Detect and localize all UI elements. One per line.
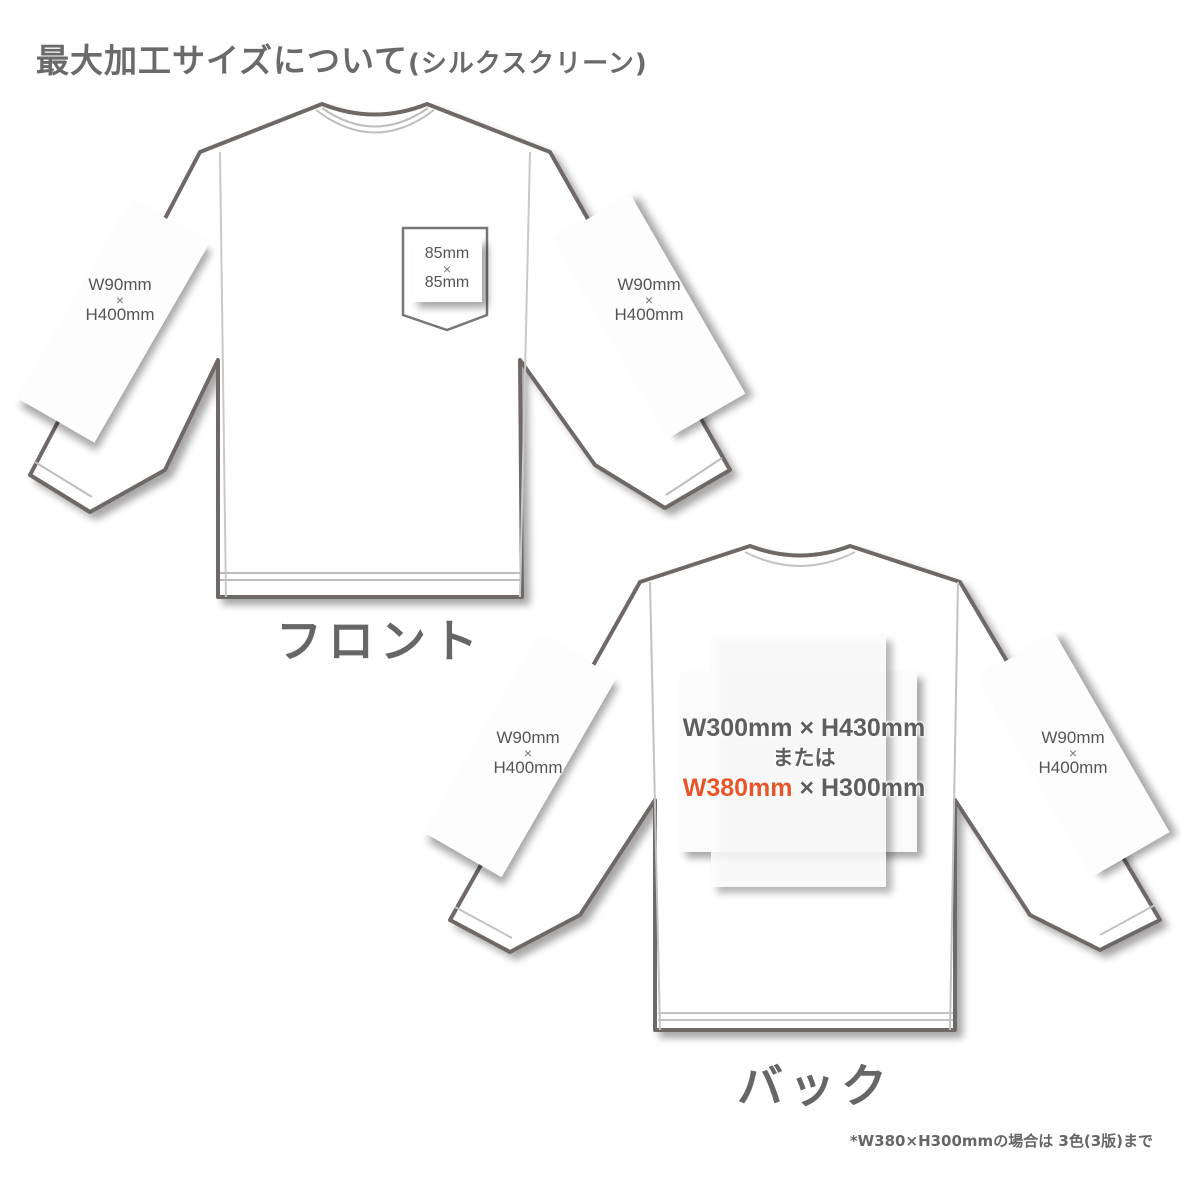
front-shirt (28, 102, 732, 599)
times-sign: × (644, 291, 654, 308)
back-main-size: W300mm × H430mm または W380mm × H300mm (654, 712, 954, 804)
size-option-2: W380mm × H300mm (654, 772, 954, 805)
width-value: W90mm (496, 728, 560, 747)
size-option-1: W300mm × H430mm (682, 714, 926, 742)
front-label: フロント (276, 614, 484, 668)
back-left-sleeve-area (425, 633, 617, 878)
front-left-sleeve-area (18, 199, 210, 443)
width-value: W90mm (88, 275, 152, 294)
title-main: 最大加工サイズについて (36, 41, 409, 80)
height-value: H400mm (493, 758, 563, 778)
pocket-size: 85mm × 85mm (412, 245, 482, 292)
times-sign: × (115, 291, 125, 308)
or-text: または (772, 746, 836, 770)
times-sign: × (442, 260, 452, 277)
front-details (34, 107, 723, 598)
times-sign: × (1068, 744, 1078, 761)
page-title: 最大加工サイズについて(シルクスクリーン) (36, 34, 648, 82)
width-value: W90mm (1041, 728, 1105, 747)
option-2-rest: × H300mm (792, 773, 926, 802)
times-sign: × (523, 744, 533, 761)
footnote: *W380×H300mmの場合は 3色(3版)まで (849, 1132, 1153, 1150)
highlight-width: W380mm (682, 773, 793, 802)
back-area-portrait (711, 635, 886, 887)
front-left-sleeve-size: W90mm × H400mm (65, 276, 175, 324)
height-value: H400mm (1038, 758, 1108, 778)
height-value: H400mm (85, 305, 155, 325)
width-value: 85mm (424, 245, 470, 262)
front-right-sleeve-size: W90mm × H400mm (594, 276, 704, 324)
height-value: 85mm (424, 274, 470, 292)
back-details (454, 551, 1156, 1031)
back-left-sleeve-size: W90mm × H400mm (473, 729, 583, 777)
back-right-sleeve-size: W90mm × H400mm (1018, 729, 1128, 777)
width-value: W90mm (617, 275, 681, 294)
back-label: バック (737, 1059, 893, 1113)
back-right-sleeve-area (978, 632, 1170, 877)
height-value: H400mm (614, 305, 684, 325)
title-sub: (シルクスクリーン) (408, 49, 648, 79)
front-right-sleeve-area (554, 194, 746, 438)
